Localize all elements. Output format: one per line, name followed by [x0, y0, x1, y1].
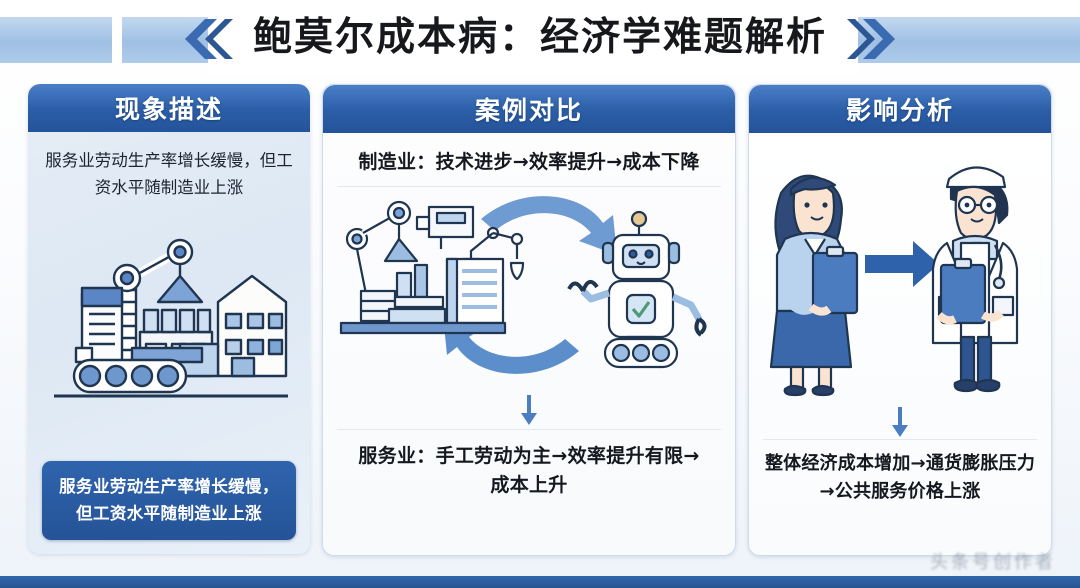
impact-summary-block: 整体经济成本增加→通货膨胀压力→公共服务价格上涨	[749, 439, 1051, 506]
panel-case-header: 案例对比	[323, 85, 735, 133]
impact-flow-arrow	[749, 407, 1051, 437]
phenomenon-callout: 服务业劳动生产率增长缓慢，但工资水平随制造业上涨	[42, 461, 296, 540]
phenomenon-lead-text: 服务业劳动生产率增长缓慢，但工资水平随制造业上涨	[45, 151, 293, 197]
panel-impact-header: 影响分析	[749, 85, 1051, 133]
divider	[763, 439, 1037, 440]
factory-crane-illustration	[54, 238, 288, 398]
manufacturing-chain-text: 制造业：技术进步→效率提升→成本下降	[358, 151, 700, 173]
title-backing-plate	[208, 4, 858, 74]
services-chain-block: 服务业：手工劳动为主→效率提升有限→成本上升	[323, 429, 735, 501]
businesswoman-to-doctor-illustration	[769, 166, 1019, 397]
case-flow-arrow	[323, 395, 735, 425]
double-chevron-left-icon	[184, 19, 233, 59]
poster-title-bar: 鲍莫尔成本病：经济学难题解析	[0, 0, 1080, 78]
panel-phenomenon-header: 现象描述	[28, 84, 310, 132]
panel-case-comparison: 案例对比 制造业：技术进步→效率提升→成本下降	[322, 84, 736, 556]
page-title: 鲍莫尔成本病：经济学难题解析	[252, 15, 827, 60]
bottom-accent-bar	[0, 576, 1080, 588]
arrow-down-icon	[521, 395, 537, 425]
panel-phenomenon-title: 现象描述	[114, 95, 223, 124]
divider	[337, 186, 721, 187]
panel-impact-title: 影响分析	[845, 96, 954, 125]
band-notch	[112, 17, 122, 63]
impact-summary-text: 整体经济成本增加→通货膨胀压力→公共服务价格上涨	[764, 453, 1036, 502]
watermark-text: 头条号创作者	[930, 552, 1056, 573]
panel-case-title: 案例对比	[474, 96, 583, 125]
panel-case-body: 制造业：技术进步→效率提升→成本下降	[323, 133, 735, 555]
panel-impact-body: 整体经济成本增加→通货膨胀压力→公共服务价格上涨	[749, 133, 1051, 555]
panel-impact-analysis: 影响分析	[748, 84, 1052, 556]
arrow-down-icon	[892, 407, 908, 437]
services-chain-text: 服务业：手工劳动为主→效率提升有限→成本上升	[358, 445, 700, 497]
divider	[337, 429, 721, 430]
panel-phenomenon: 现象描述 服务业劳动生产率增长缓慢，但工资水平随制造业上涨	[28, 84, 310, 554]
double-chevron-right-icon	[847, 19, 895, 59]
factory-to-robot-cycle-illustration	[339, 196, 707, 374]
panel-phenomenon-body: 服务业劳动生产率增长缓慢，但工资水平随制造业上涨	[28, 132, 310, 554]
